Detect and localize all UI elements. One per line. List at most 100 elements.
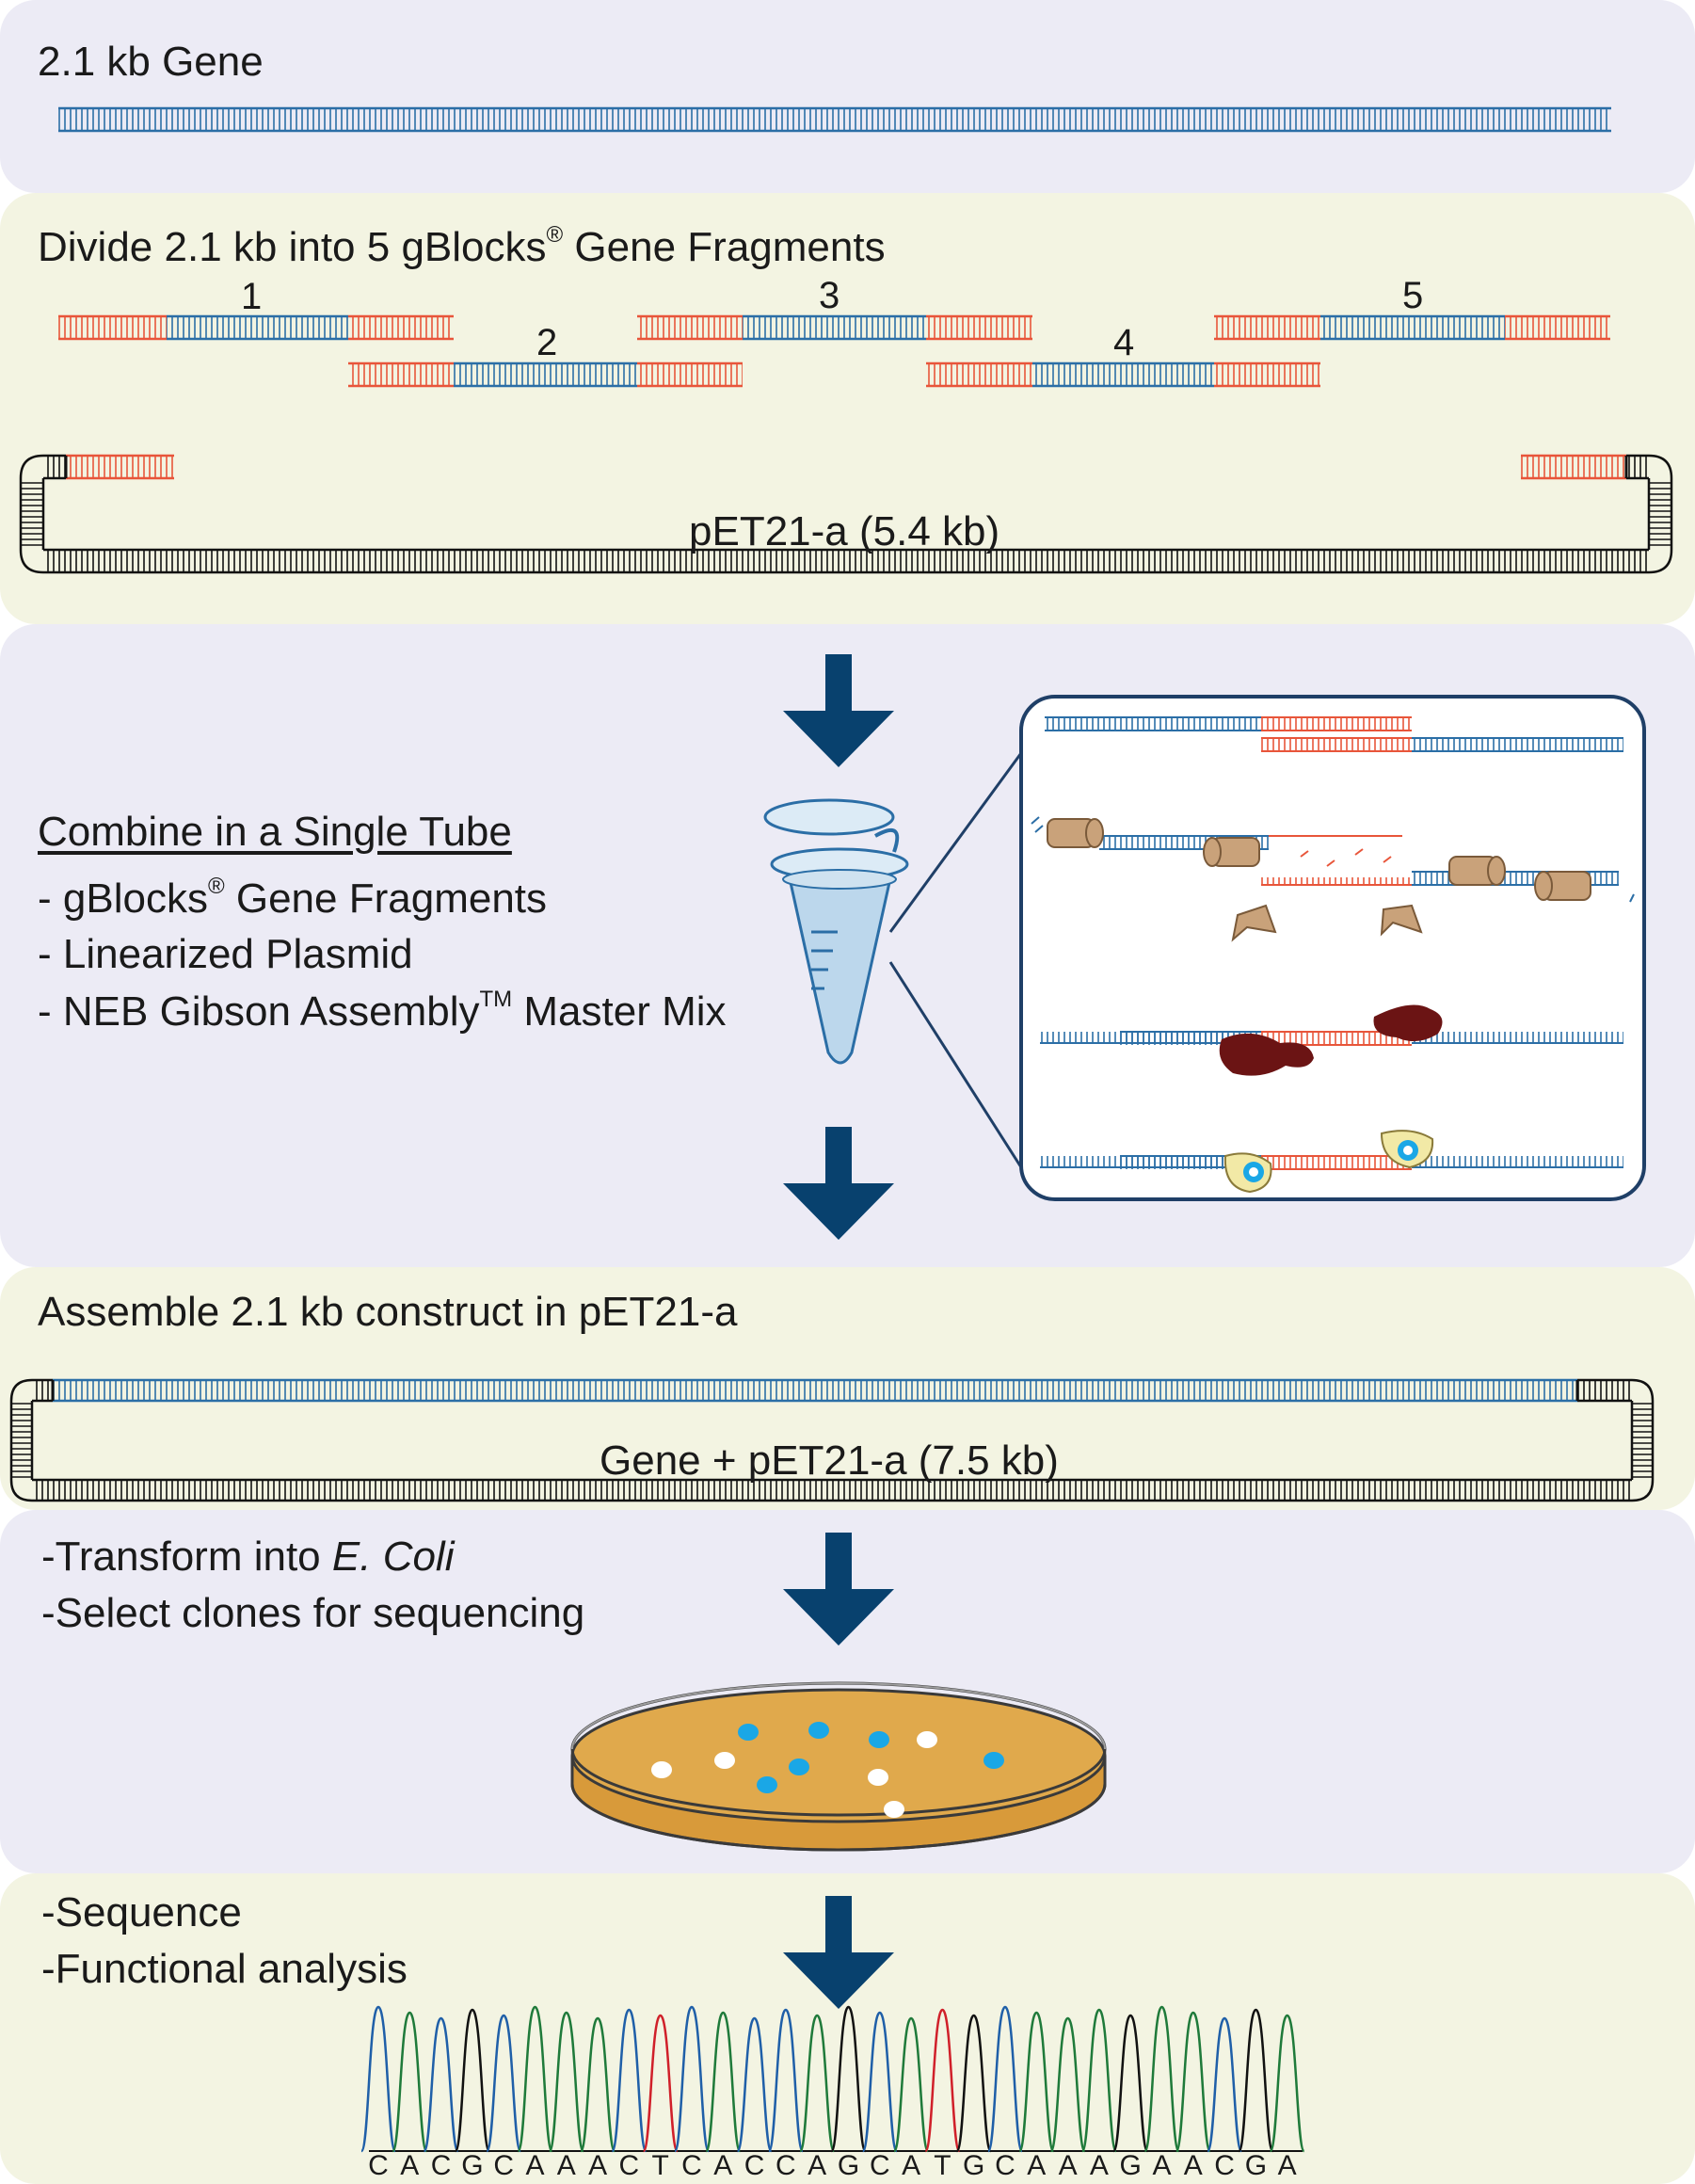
- sequence-letter: G: [461, 2150, 484, 2181]
- arrow-down-icon: [783, 1896, 894, 2009]
- sequence-letter: G: [963, 2150, 985, 2181]
- chromatogram-peak: [830, 2005, 867, 2153]
- sequence-letter: C: [744, 2150, 765, 2181]
- colony-blue: [789, 1758, 809, 1775]
- assembly-inset: [1019, 695, 1646, 1201]
- chromatogram-peak: [705, 2011, 742, 2153]
- colony-white: [917, 1731, 937, 1748]
- fragment-3: [637, 314, 1032, 341]
- colony-blue: [808, 1722, 829, 1739]
- sequence-letter: C: [995, 2150, 1015, 2181]
- combine-item-plasmid: - Linearized Plasmid: [38, 931, 413, 977]
- chromatogram-peak: [423, 2016, 459, 2153]
- fragment-5: [1214, 314, 1610, 341]
- chromatogram-peak: [485, 2014, 522, 2153]
- sequence-letter: A: [525, 2150, 545, 2181]
- sequence-letter: T: [651, 2150, 669, 2181]
- petri-dish-icon: [570, 1681, 1107, 1852]
- chromatogram-peak: [642, 2014, 679, 2153]
- combine-item-gblocks: - gBlocks® Gene Fragments: [38, 874, 548, 922]
- step4-title: Assemble 2.1 kb construct in pET21-a: [38, 1289, 738, 1335]
- chromatogram-peak: [673, 2005, 711, 2153]
- fragment-label-4: 4: [1113, 322, 1135, 363]
- sequence-letter: G: [837, 2150, 860, 2181]
- chromatogram-peak: [798, 2014, 836, 2153]
- chromatogram-peak: [986, 2005, 1024, 2153]
- chromatogram-peak: [955, 2014, 992, 2153]
- chromatogram-peak: [1238, 2008, 1274, 2153]
- chromatogram-peak: [1175, 2011, 1212, 2153]
- chromatogram-peak: [454, 2008, 491, 2153]
- chromatogram-peak: [1111, 2014, 1149, 2153]
- sequence-letter: C: [869, 2150, 890, 2181]
- chromatogram-peak: [611, 2008, 648, 2153]
- select-clones-line: -Select clones for sequencing: [41, 1590, 585, 1636]
- colony-blue: [983, 1752, 1004, 1769]
- sequence-letter: A: [1089, 2150, 1109, 2181]
- panel-gene: [0, 0, 1695, 193]
- sequence-letter: A: [400, 2150, 420, 2181]
- sequence-letter: A: [1152, 2150, 1172, 2181]
- fragment-label-5: 5: [1402, 275, 1424, 316]
- chromatogram-peak: [360, 2005, 397, 2153]
- chromatogram-peak: [1269, 2014, 1305, 2153]
- chromatogram-peak: [392, 2011, 428, 2153]
- fragment-4: [926, 361, 1320, 388]
- assembled-construct: [9, 1378, 1655, 1502]
- step2-title: Divide 2.1 kb into 5 gBlocks® Gene Fragm…: [38, 222, 886, 270]
- chromatogram-peak: [892, 2016, 930, 2153]
- chromatogram-peak: [861, 2011, 899, 2153]
- sequence-letter: C: [776, 2150, 796, 2181]
- sequence-letter: C: [493, 2150, 515, 2181]
- combine-heading: Combine in a Single Tube: [38, 809, 512, 855]
- construct-label: Gene + pET21-a (7.5 kb): [600, 1437, 1059, 1484]
- sequence-letter: A: [1058, 2150, 1078, 2181]
- chromatogram-peak: [579, 2016, 616, 2153]
- combine-item-mastermix: - NEB Gibson AssemblyTM Master Mix: [38, 987, 727, 1035]
- fragment-1: [58, 314, 454, 341]
- sequence-letter: A: [902, 2150, 921, 2181]
- colony-white: [714, 1752, 735, 1769]
- sequence-letter: G: [1119, 2150, 1142, 2181]
- arrow-down-icon: [783, 1533, 894, 1646]
- tube-icon: [763, 798, 909, 1065]
- fragment-label-3: 3: [819, 275, 840, 316]
- sequence-letter: A: [556, 2150, 576, 2181]
- functional-analysis-line: -Functional analysis: [41, 1946, 408, 1992]
- chromatogram-peak: [1049, 2016, 1086, 2153]
- gene-dna: [58, 106, 1611, 133]
- chromatogram-peak: [1080, 2008, 1118, 2153]
- chromatogram: [360, 2005, 1305, 2153]
- arrow-down-icon: [783, 654, 894, 767]
- transform-line: -Transform into E. Coli: [41, 1534, 455, 1580]
- gblock-fragments: [58, 314, 1610, 388]
- fragment-label-2: 2: [536, 322, 558, 363]
- colony-blue: [757, 1776, 777, 1793]
- colony-blue: [869, 1731, 889, 1748]
- chromatogram-peak: [1143, 2005, 1180, 2153]
- chromatogram-peak: [736, 2016, 773, 2153]
- sequence-letter: A: [713, 2150, 733, 2181]
- colony-white: [651, 1761, 672, 1778]
- chromatogram-peak: [1018, 2011, 1055, 2153]
- sequence-letter: A: [1027, 2150, 1047, 2181]
- colony-white: [868, 1769, 888, 1786]
- sequence-letter: G: [1244, 2150, 1268, 2181]
- sequence-letter: C: [430, 2150, 452, 2181]
- chromatogram-peak: [1206, 2016, 1243, 2153]
- colony-blue: [738, 1724, 759, 1741]
- sequence-letter: T: [934, 2150, 951, 2181]
- chromatogram-peak: [767, 2008, 805, 2153]
- arrow-down-icon: [783, 1127, 894, 1240]
- chromatogram-peak: [517, 2005, 553, 2153]
- sequence-line: -Sequence: [41, 1889, 242, 1935]
- linearized-plasmid: [19, 454, 1673, 574]
- step1-title: 2.1 kb Gene: [38, 39, 264, 85]
- chromatogram-peak: [548, 2011, 585, 2153]
- chromatogram-peak: [924, 2008, 961, 2153]
- fragment-2: [348, 361, 743, 388]
- sequence-letter: A: [1183, 2150, 1203, 2181]
- sequence-letter: A: [588, 2150, 608, 2181]
- colony-white: [884, 1801, 904, 1818]
